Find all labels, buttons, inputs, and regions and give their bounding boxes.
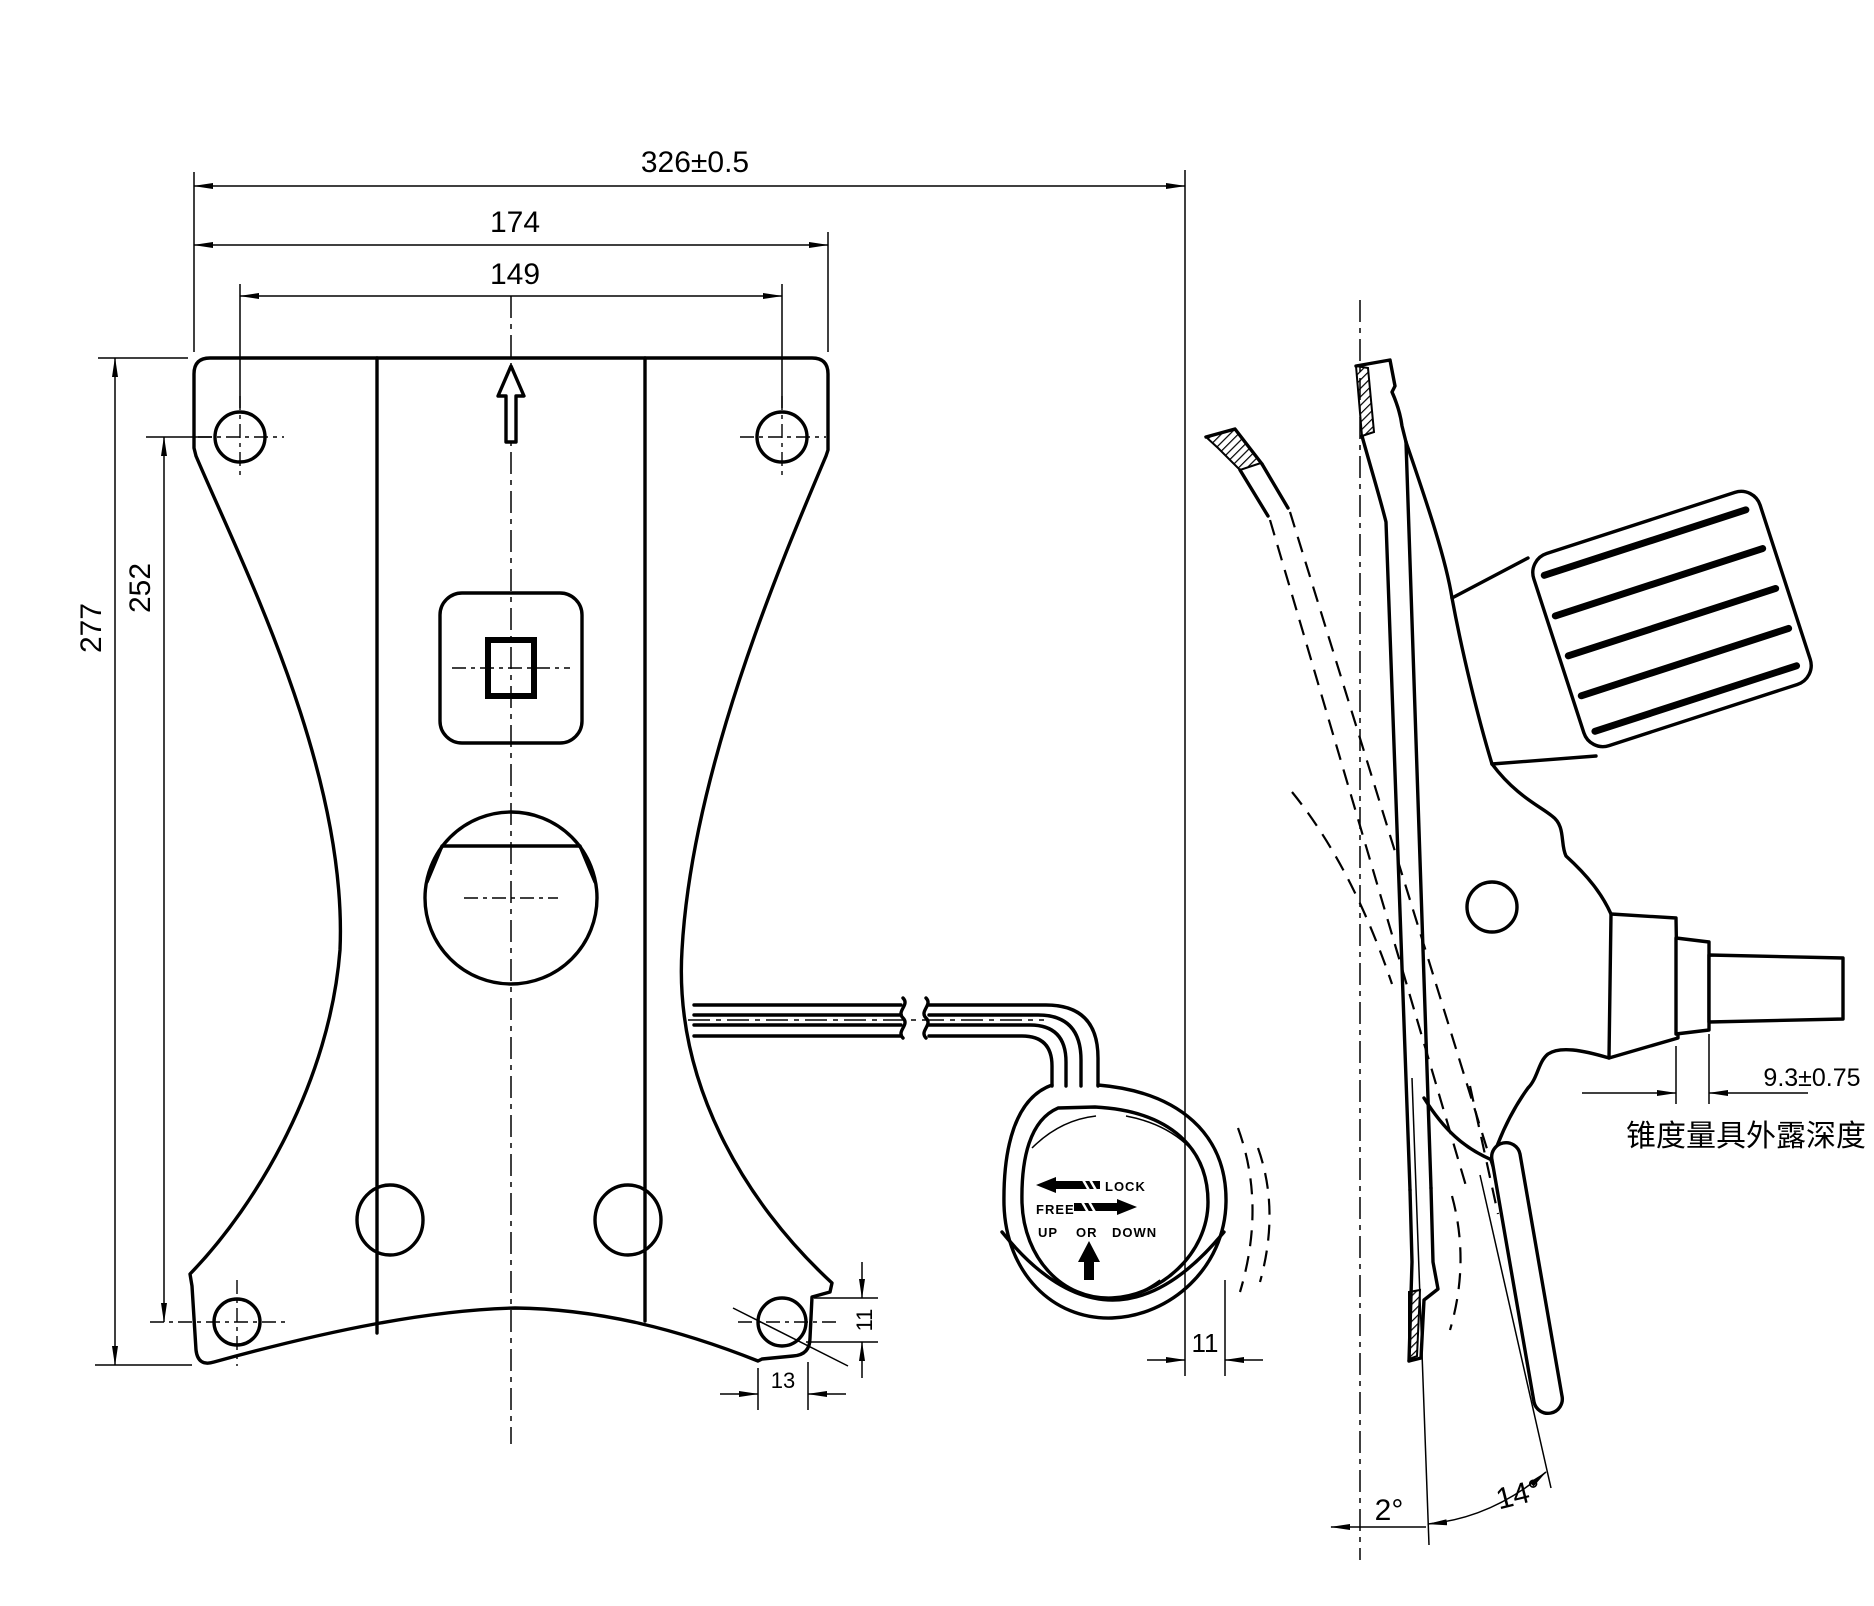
taper-shaft (1607, 912, 1845, 1060)
upright-prong (1354, 358, 1494, 1192)
dim-overall-width: 326±0.5 (641, 146, 749, 179)
angle-arc (1427, 1471, 1547, 1526)
housing-profile (1490, 762, 1613, 916)
dimension-174: 174 (193, 206, 829, 352)
knob-stem (1450, 556, 1530, 600)
round-boss-flat (425, 844, 597, 884)
dim-plate-width: 174 (490, 206, 540, 239)
front-view: LOCK FREE UP OR DOWN 326±0.5 174 (75, 146, 1271, 1444)
tab-leader (732, 1307, 849, 1367)
side-view: 2° 14° 9.3±0.75 锥度量具外露深度 (1203, 300, 1866, 1560)
dim-overall-height: 277 (75, 603, 108, 653)
arrow-hatch (1086, 1199, 1098, 1215)
arrow-hatch (1087, 1177, 1099, 1193)
pin-phantom-arc (1448, 1195, 1462, 1331)
knob-label-up: UP (1038, 1225, 1058, 1240)
swing-line (1479, 1174, 1552, 1489)
adjustment-knob-side (1531, 489, 1813, 749)
shaft-note: 锥度量具外露深度 (1626, 1119, 1866, 1154)
square-boss (438, 591, 584, 745)
up-direction-arrow (496, 364, 526, 444)
break-symbol (922, 996, 930, 1040)
slot-left (355, 1183, 425, 1257)
section-hatch (1408, 1288, 1422, 1361)
dim-hole-spacing-width: 149 (490, 258, 540, 291)
dimension-tab-11: 11 (806, 1262, 878, 1378)
dim-hole-spacing-height: 252 (124, 563, 157, 613)
dimension-lever-11: 11 (1147, 1280, 1263, 1376)
dimension-shaft-exposure: 9.3±0.75 锥度量具外露深度 (1582, 1034, 1866, 1154)
knob-label-free: FREE (1036, 1202, 1075, 1217)
tilt-line (1411, 1077, 1430, 1546)
housing-profile-lower (1490, 1048, 1611, 1162)
dim-tab-width: 13 (771, 1368, 795, 1393)
phantom-prong (1203, 427, 1500, 1215)
dim-tab-height: 11 (852, 1309, 877, 1332)
knob-label-down: DOWN (1112, 1225, 1157, 1240)
knob-label-lock: LOCK (1105, 1179, 1146, 1194)
section-hatch (1354, 364, 1376, 438)
arrow-hatch (1080, 1177, 1092, 1193)
free-arrow-icon (1074, 1199, 1137, 1215)
dim-lever-offset: 11 (1192, 1328, 1219, 1358)
up-arrow-icon (1078, 1241, 1100, 1280)
arrow-hatch (1079, 1199, 1091, 1215)
dimension-277: 277 (75, 357, 192, 1366)
lever-rod (688, 996, 1100, 1088)
foot (1407, 1186, 1440, 1363)
plate-outline (188, 356, 834, 1365)
dimension-13: 13 (720, 1362, 846, 1410)
angle-2-label: 2° (1375, 1494, 1404, 1527)
angle-14-label: 14° (1493, 1473, 1545, 1516)
break-symbol (899, 996, 907, 1040)
dimension-326: 326±0.5 (193, 146, 1186, 1376)
dimension-252: 252 (124, 436, 212, 1323)
slot-right (593, 1183, 663, 1257)
dim-shaft-exposure: 9.3±0.75 (1763, 1064, 1860, 1092)
lower-pin (1489, 1141, 1565, 1415)
dimension-149: 149 (239, 258, 783, 408)
knob-label-or: OR (1076, 1225, 1098, 1240)
lever-knob-front: LOCK FREE UP OR DOWN (1000, 1083, 1271, 1320)
knob-stem (1490, 754, 1598, 766)
pivot-hole (1465, 880, 1519, 934)
round-boss (423, 810, 599, 986)
housing-to-pin (1422, 1096, 1494, 1162)
